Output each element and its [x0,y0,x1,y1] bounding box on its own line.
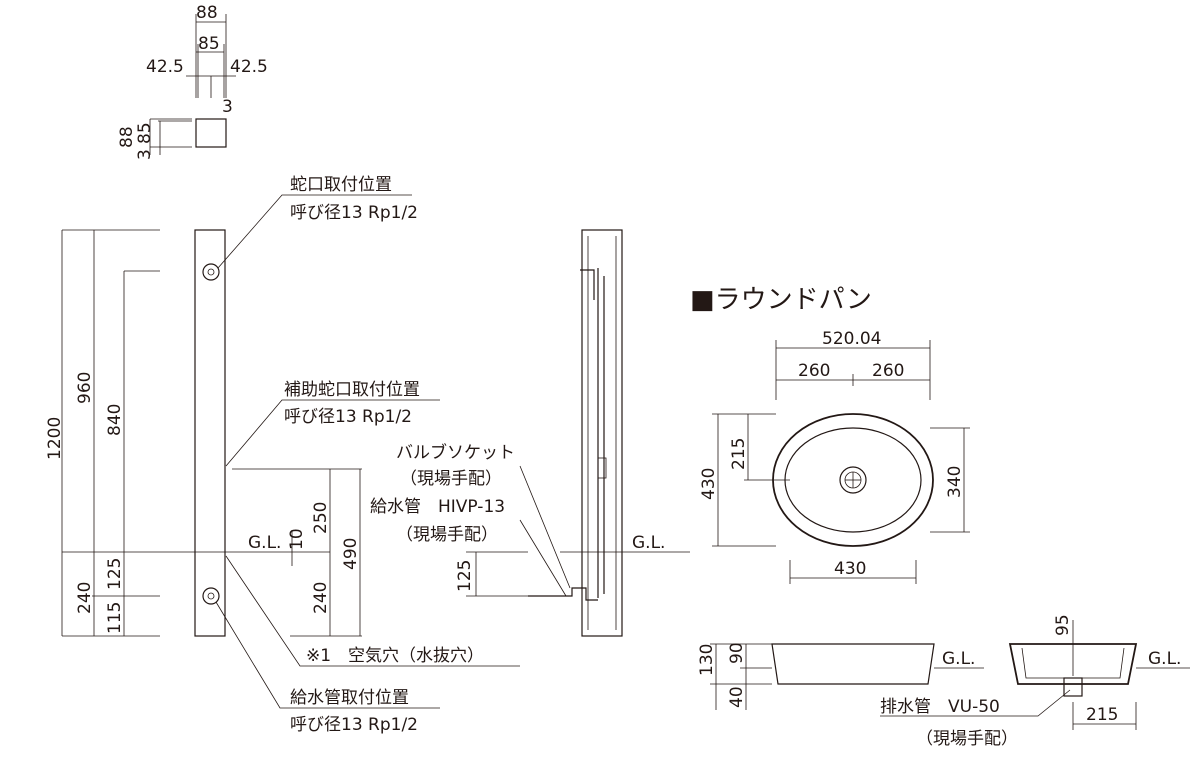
dim-215: 215 [729,438,749,470]
supply-pipe-label: 給水管 HIVP-13 [370,497,505,517]
side-85: 85 [135,122,155,144]
pan-elevation: G.L. 130 90 40 [697,642,984,710]
dim-250: 250 [311,502,331,534]
valve-socket-note: （現場手配） [400,469,502,489]
dim-490: 490 [341,538,361,570]
dim-125-side: 125 [455,560,475,592]
dim-840: 840 [105,404,125,436]
supply-pipe-note: （現場手配） [396,525,498,545]
post-front [194,229,226,637]
faucet-pos-label: 蛇口取付位置 [290,175,392,195]
dim-88: 88 [196,3,218,23]
top-view: 88 85 42.5 42.5 3 88 85 3 [117,3,268,160]
gl-pan-2: G.L. [1148,649,1181,669]
dim-520: 520.04 [822,329,881,349]
side-3: 3 [135,149,155,160]
pan-plan: 520.04 260 260 215 430 340 430 [699,329,970,584]
valve-socket-label: バルブソケット [396,442,515,463]
dim-40: 40 [727,686,747,708]
dim-42-5-left: 42.5 [146,57,184,77]
dim-240: 240 [75,582,95,614]
dim-3: 3 [222,97,233,117]
pan-section: 95 G.L. 排水管 VU-50 （現場手配） 215 [880,614,1190,749]
dim-42-5-right: 42.5 [230,57,268,77]
dim-215b: 215 [1086,705,1118,725]
dim-95: 95 [1053,614,1073,636]
dim-85: 85 [198,34,220,54]
pan-title: ■ラウンドパン [690,285,872,315]
supply-hole [202,587,220,605]
aux-faucet-spec-label: 呼び径13 Rp1/2 [284,407,412,427]
dim-960: 960 [75,372,95,404]
gl-side: G.L. [632,533,665,553]
drain-note: （現場手配） [916,729,1018,749]
dim-125: 125 [105,558,125,590]
dim-260a: 260 [798,361,830,381]
supply-spec-label: 呼び径13 Rp1/2 [290,715,418,735]
drain-grate-icon [839,466,867,494]
supply-pos-label: 給水管取付位置 [290,688,409,708]
side-view: G.L. 125 [455,229,690,637]
dim-260b: 260 [872,361,904,381]
dim-90: 90 [727,642,747,664]
dim-240b: 240 [311,582,331,614]
dim-130: 130 [697,644,717,676]
faucet-hole [202,263,220,281]
dim-1200: 1200 [45,417,65,460]
dim-115: 115 [105,602,125,634]
front-view: 1200 960 840 240 125 115 G.L. 10 250 490… [45,194,520,709]
dim-340: 340 [945,466,965,498]
side-88: 88 [117,126,137,148]
air-hole-label: ※1 空気穴（水抜穴） [306,646,484,666]
drain-pipe-label: 排水管 VU-50 [880,697,1000,717]
gl-pan-1: G.L. [942,649,975,669]
dim-430v: 430 [699,468,719,500]
dim-430h: 430 [834,559,866,579]
dim-10: 10 [287,528,307,550]
post-top-square [195,118,227,148]
gl-front: G.L. [248,533,281,553]
aux-faucet-pos-label: 補助蛇口取付位置 [284,380,420,400]
faucet-spec-label: 呼び径13 Rp1/2 [290,203,418,223]
